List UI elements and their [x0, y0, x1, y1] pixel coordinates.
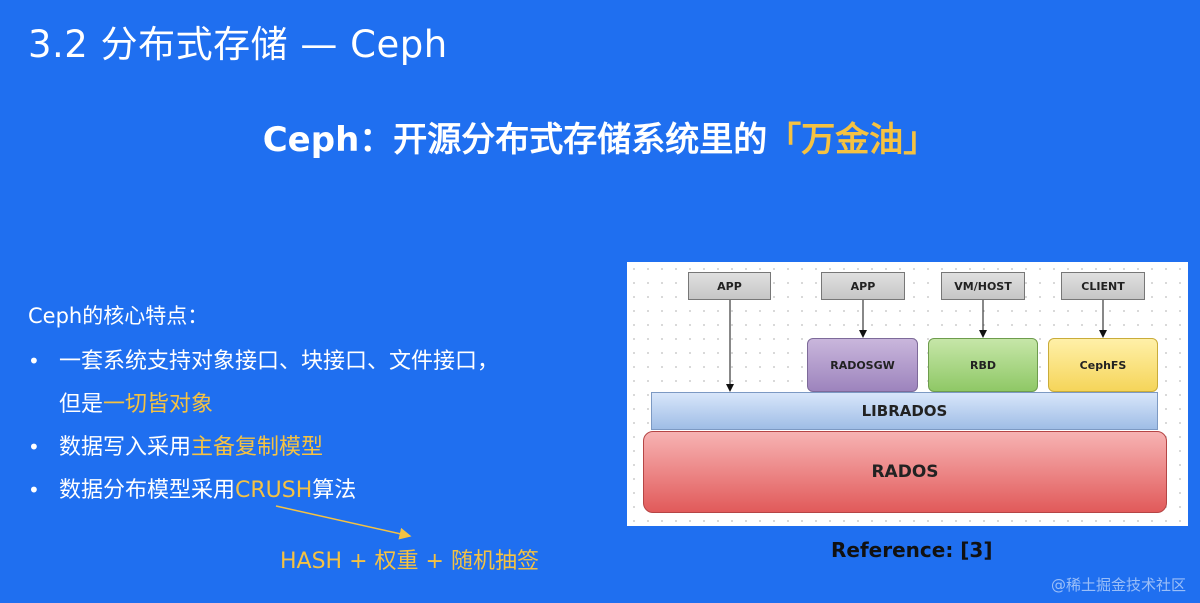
client-client: CLIENT — [1061, 272, 1145, 300]
diagram-arrows — [726, 300, 1107, 392]
features-list: 一套系统支持对象接口、块接口、文件接口， 但是一切皆对象 数据写入采用主备复制模… — [28, 340, 588, 512]
feature-text: 算法 — [312, 478, 357, 503]
feature-highlight: CRUSH — [235, 478, 313, 503]
client-app-2: APP — [821, 272, 905, 300]
feature-text-line2: 但是一切皆对象 — [59, 383, 588, 426]
cephfs-box: CephFS — [1048, 338, 1158, 392]
client-vm-host: VM/HOST — [941, 272, 1025, 300]
rbd-box: RBD — [928, 338, 1038, 392]
feature-item-interfaces: 一套系统支持对象接口、块接口、文件接口， 但是一切皆对象 — [28, 340, 588, 426]
reference-caption: Reference: [3] — [831, 538, 993, 562]
crush-note: HASH + 权重 + 随机抽签 — [280, 549, 539, 574]
feature-text: 数据写入采用 — [59, 435, 192, 460]
librados-box: LIBRADOS — [651, 392, 1158, 430]
feature-text: 数据分布模型采用 — [59, 478, 236, 503]
watermark: @稀土掘金技术社区 — [1050, 576, 1186, 594]
headline-highlight: 「万金油」 — [767, 120, 938, 160]
slide-title: 3.2 分布式存储 — Ceph — [28, 23, 448, 66]
features-heading: Ceph的核心特点： — [28, 304, 209, 328]
radosgw-box: RADOSGW — [807, 338, 918, 392]
rados-box: RADOS — [643, 431, 1167, 513]
feature-item-replication: 数据写入采用主备复制模型 — [28, 426, 588, 469]
ceph-architecture-diagram: APP APP VM/HOST CLIENT RADOSGW RBD CephF… — [627, 262, 1188, 526]
headline-text: Ceph：开源分布式存储系统里的 — [262, 120, 768, 160]
feature-highlight: 主备复制模型 — [191, 435, 324, 460]
feature-text: 一套系统支持对象接口、块接口、文件接口， — [59, 349, 500, 374]
feature-text: 但是 — [59, 392, 104, 417]
headline: Ceph：开源分布式存储系统里的「万金油」 — [0, 112, 1200, 161]
feature-highlight: 一切皆对象 — [103, 392, 214, 417]
client-app-1: APP — [688, 272, 771, 300]
feature-item-crush: 数据分布模型采用CRUSH算法 — [28, 469, 588, 512]
